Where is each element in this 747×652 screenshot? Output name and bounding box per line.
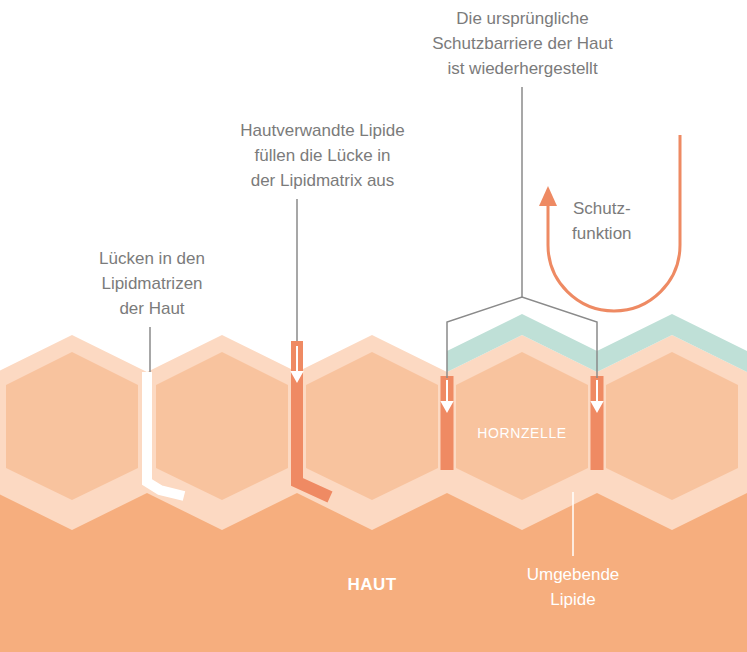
leader-line xyxy=(296,199,298,341)
horn-cell-outline xyxy=(456,352,588,500)
cell-label: HAUT xyxy=(272,575,472,595)
horn-cell xyxy=(306,352,438,500)
callout-label: Lücken in den Lipidmatrizen der Haut xyxy=(82,246,222,321)
callout-label: Schutz- funktion xyxy=(572,196,632,246)
lipid-fill xyxy=(591,376,604,470)
horn-cell xyxy=(6,352,138,500)
lipid-gap xyxy=(147,372,184,496)
lipid-layer xyxy=(0,335,747,652)
skin-band-shape xyxy=(0,493,747,652)
lipid-fill xyxy=(441,376,454,470)
function-arrow xyxy=(548,135,680,311)
callout-label: Umgebende Lipide xyxy=(508,562,638,612)
horn-cell xyxy=(606,352,738,500)
leader-line xyxy=(521,87,523,297)
skin-band: HAUT xyxy=(0,493,747,652)
cell-label: HORNZELLE xyxy=(477,425,566,441)
callout-label: Hautverwandte Lipide füllen die Lücke in… xyxy=(225,118,420,193)
horn-cell: HORNZELLE xyxy=(456,352,588,500)
leader-line xyxy=(149,327,151,372)
leader-line xyxy=(572,492,574,556)
arrow-head xyxy=(539,186,557,206)
skin-band-outline xyxy=(0,493,747,652)
callout-label: Die ursprüngliche Schutzbarriere der Hau… xyxy=(420,6,625,81)
lipid-fill xyxy=(297,341,330,497)
horn-cell xyxy=(156,352,288,500)
